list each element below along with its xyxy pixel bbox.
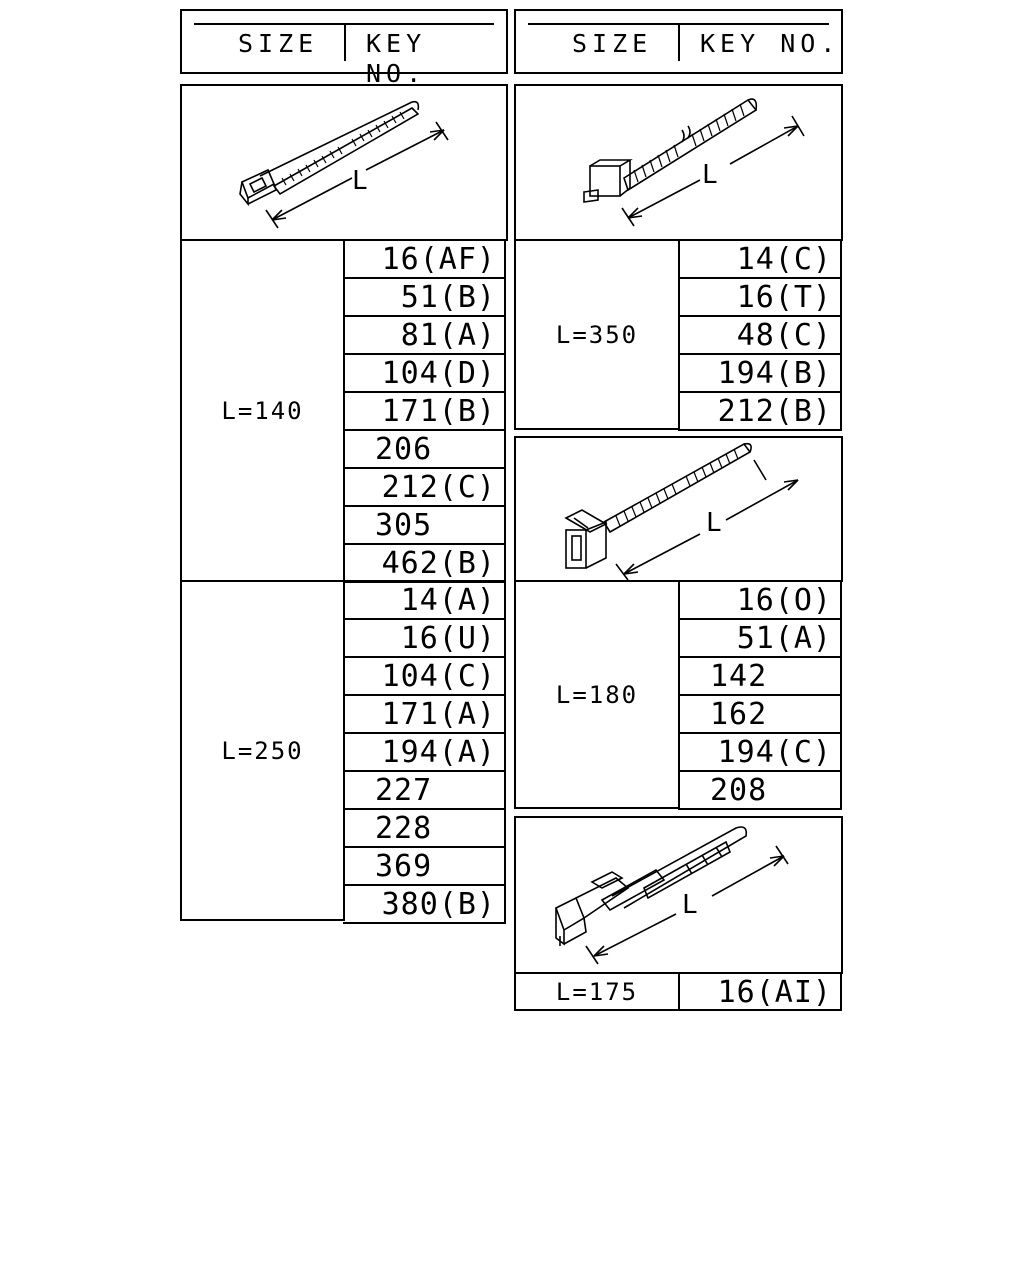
key-number-cell: 208 bbox=[678, 770, 842, 810]
size-cell-l350: L=350 bbox=[514, 239, 680, 430]
cable-tie-drawing-1: L bbox=[180, 84, 508, 241]
key-number-cell: 227 bbox=[343, 770, 506, 810]
key-number: 171(A) bbox=[381, 697, 496, 732]
key-number: 16(AF) bbox=[381, 242, 496, 277]
key-number: 51(B) bbox=[400, 280, 496, 315]
dimension-label: L bbox=[706, 508, 722, 538]
size-column-header: SIZE bbox=[572, 29, 653, 58]
key-number-cell: 171(A) bbox=[343, 694, 506, 734]
key-number-cell: 369 bbox=[343, 846, 506, 886]
key-number: 16(T) bbox=[736, 280, 832, 315]
key-number-cell: 194(B) bbox=[678, 353, 842, 393]
cable-tie-drawing-4: L bbox=[514, 816, 843, 974]
key-number: 305 bbox=[375, 508, 433, 543]
key-number: 14(C) bbox=[736, 242, 832, 277]
cable-tie-drawing-2: L bbox=[514, 84, 843, 241]
key-number-cell: 104(C) bbox=[343, 656, 506, 696]
header-right: SIZE KEY NO. bbox=[514, 9, 843, 74]
key-number: 380(B) bbox=[381, 887, 496, 922]
key-number: 104(D) bbox=[381, 356, 496, 391]
key-number-cell: 51(A) bbox=[678, 618, 842, 658]
size-column-header: SIZE bbox=[238, 29, 319, 58]
key-number-cell: 380(B) bbox=[343, 884, 506, 924]
key-number-cell: 194(C) bbox=[678, 732, 842, 772]
key-number: 104(C) bbox=[381, 659, 496, 694]
key-number: 208 bbox=[710, 773, 768, 808]
key-number-cell: 212(B) bbox=[678, 391, 842, 431]
key-number: 142 bbox=[710, 659, 768, 694]
key-number-cell: 16(AF) bbox=[343, 239, 506, 279]
key-number-cell: 81(A) bbox=[343, 315, 506, 355]
key-number: 194(A) bbox=[381, 735, 496, 770]
header-rule bbox=[194, 23, 494, 25]
key-number: 206 bbox=[375, 432, 433, 467]
key-number-cell: 48(C) bbox=[678, 315, 842, 355]
key-number-cell: 14(C) bbox=[678, 239, 842, 279]
key-number: 194(C) bbox=[717, 735, 832, 770]
key-number-cell: 194(A) bbox=[343, 732, 506, 772]
dimension-label: L bbox=[682, 890, 698, 920]
header-divider bbox=[678, 25, 680, 61]
key-number: 16(U) bbox=[400, 621, 496, 656]
key-number: 14(A) bbox=[400, 583, 496, 618]
size-cell-l175: L=175 bbox=[514, 972, 680, 1011]
key-number-cell: 228 bbox=[343, 808, 506, 848]
key-number-cell: 51(B) bbox=[343, 277, 506, 317]
key-number-cell: 16(T) bbox=[678, 277, 842, 317]
key-number: 171(B) bbox=[381, 394, 496, 429]
key-number-cell: 305 bbox=[343, 505, 506, 545]
size-cell-l180: L=180 bbox=[514, 580, 680, 809]
key-number-cell: 462(B) bbox=[343, 543, 506, 583]
key-number: 48(C) bbox=[736, 318, 832, 353]
key-number-cell: 16(AI) bbox=[678, 972, 842, 1011]
cable-tie-drawing-3: L bbox=[514, 436, 843, 582]
key-number: 194(B) bbox=[717, 356, 832, 391]
key-number-cell: 16(U) bbox=[343, 618, 506, 658]
key-number-cell: 14(A) bbox=[343, 580, 506, 620]
key-number: 227 bbox=[375, 773, 433, 808]
key-number: 81(A) bbox=[400, 318, 496, 353]
dimension-label: L bbox=[352, 166, 368, 196]
key-number-cell: 162 bbox=[678, 694, 842, 734]
key-number-cell: 142 bbox=[678, 656, 842, 696]
key-number-cell: 16(O) bbox=[678, 580, 842, 620]
key-number: 16(AI) bbox=[717, 975, 832, 1010]
key-number-cell: 212(C) bbox=[343, 467, 506, 507]
header-divider bbox=[344, 25, 346, 61]
key-number: 462(B) bbox=[381, 546, 496, 581]
key-number: 228 bbox=[375, 811, 433, 846]
key-number: 51(A) bbox=[736, 621, 832, 656]
header-left: SIZE KEY NO. bbox=[180, 9, 508, 88]
size-cell-l140: L=140 bbox=[180, 239, 345, 582]
key-number-cell: 206 bbox=[343, 429, 506, 469]
size-cell-l250: L=250 bbox=[180, 580, 345, 921]
key-no-column-header: KEY NO. bbox=[366, 29, 427, 88]
key-number: 212(C) bbox=[381, 470, 496, 505]
dimension-label: L bbox=[702, 160, 718, 190]
key-number: 212(B) bbox=[717, 394, 832, 429]
header-rule bbox=[528, 23, 829, 25]
key-number: 162 bbox=[710, 697, 768, 732]
key-number-cell: 171(B) bbox=[343, 391, 506, 431]
key-number: 369 bbox=[375, 849, 433, 884]
key-no-column-header: KEY NO. bbox=[700, 29, 841, 58]
key-number-cell: 104(D) bbox=[343, 353, 506, 393]
key-number: 16(O) bbox=[736, 583, 832, 618]
